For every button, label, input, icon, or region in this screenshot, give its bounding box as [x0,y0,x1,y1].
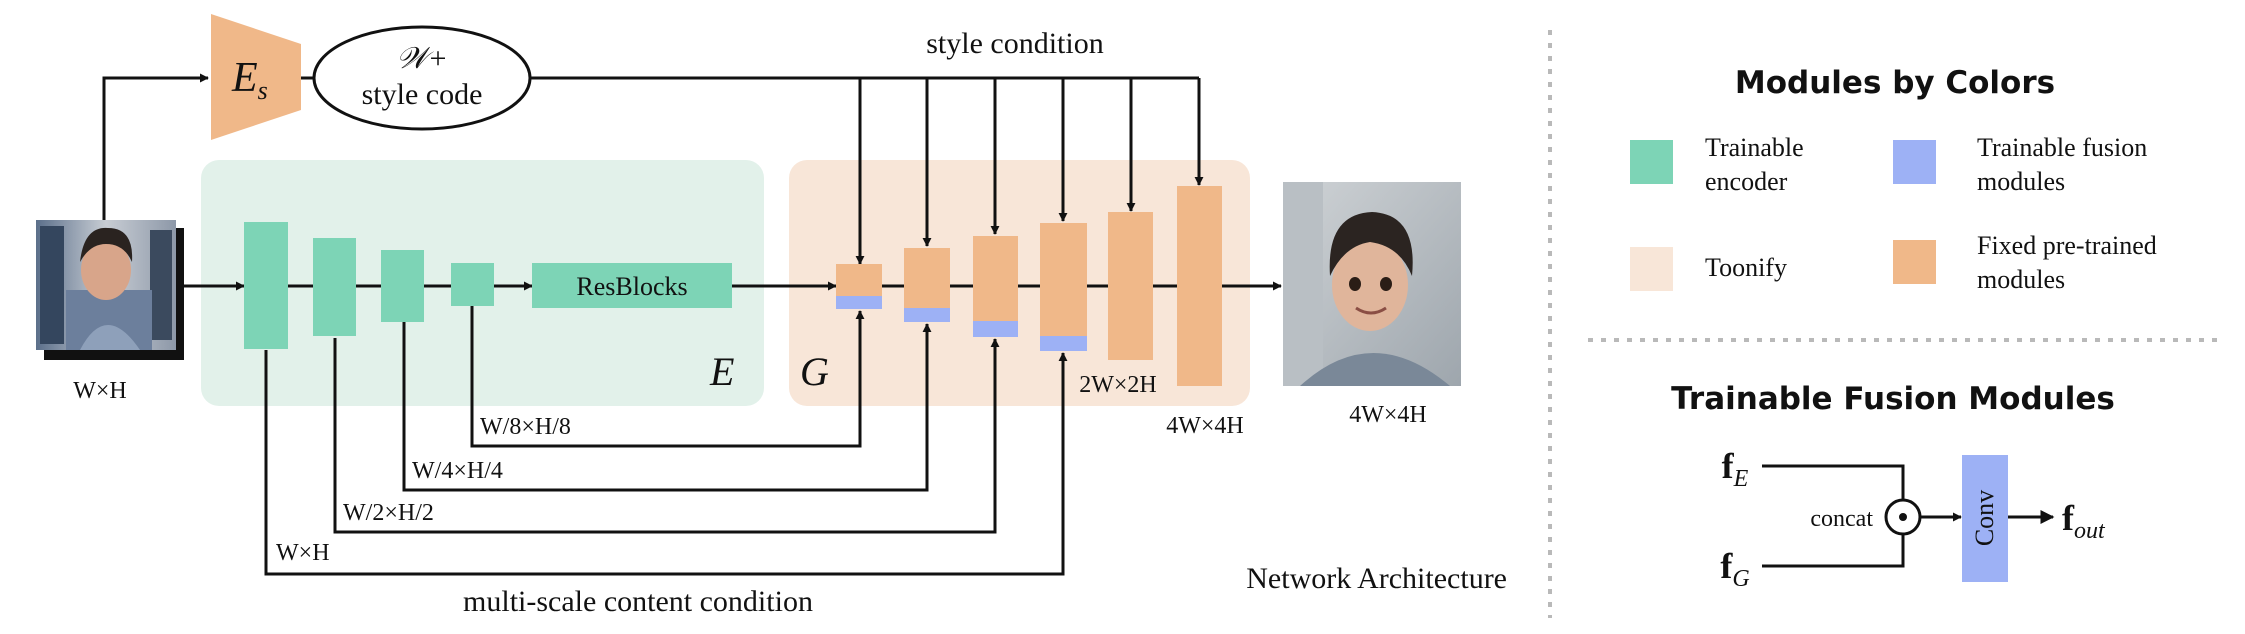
fusion-strip-4 [1040,336,1087,351]
legend-swatch-fixed-pretrained [1893,240,1936,284]
encoder-block-1 [244,222,288,349]
encoder-block-4 [451,263,494,306]
generator-block-4 [1040,223,1087,336]
skip-label-w8: W/8×H/8 [480,414,571,440]
input-face-image [36,220,184,360]
encoder-block-2 [313,238,356,336]
output-size-label: 4W×4H [1349,402,1427,428]
skip-w1 [264,350,1068,576]
encoder-label: E [709,349,734,394]
concat-label: concat [1810,506,1873,532]
output-toon-image [1283,182,1461,386]
style-code-label: style code [362,78,483,111]
style-encoder-module [211,14,301,140]
generator-block-1 [836,264,882,296]
style-code-symbol: 𝒲+ [396,42,448,75]
fusion-strip-2 [904,308,950,322]
legend-title: Modules by Colors [1735,65,2055,101]
generator-4x-size-label: 4W×4H [1166,413,1244,439]
encoder-block-3 [381,250,424,322]
legend-swatch-trainable-encoder [1630,140,1673,184]
legend-label-toonify: Toonify [1705,253,1787,282]
legend-swatch-trainable-fusion [1893,140,1936,184]
figure-caption: Network Architecture [1246,562,1507,595]
skip-w2 [333,338,1000,534]
input-size-label: W×H [73,378,127,404]
skip-label-w1: W×H [276,540,330,566]
fusion-strip-3 [973,321,1018,337]
generator-label: G [800,349,829,394]
connections [102,73,1282,576]
conv-label: Conv [1970,490,1999,546]
generator-2x-size-label: 2W×2H [1079,372,1157,398]
generator-block-3 [973,236,1018,321]
resblocks-label: ResBlocks [576,272,687,301]
conv-module [1962,455,2008,582]
fusion-title: Trainable Fusion Modules [1671,381,2115,417]
skip-w4 [402,318,932,492]
style-encoder-label: Es [231,55,268,105]
fusion-output: fout [2062,498,2106,544]
generator-block-2 [904,248,950,308]
fusion-input-g: fG [1720,546,1749,592]
fusion-input-e: fE [1722,446,1749,492]
resblocks-module [532,263,732,308]
legend-swatch-toonify [1630,247,1673,291]
style-condition-label: style condition [926,27,1103,60]
fusion-connections [1762,464,2055,568]
skip-label-w4: W/4×H/4 [412,458,503,484]
generator-block-5 [1108,212,1153,360]
skip-label-w2: W/2×H/2 [343,500,434,526]
content-condition-label: multi-scale content condition [463,585,813,618]
skip-w8 [470,302,865,448]
fusion-strip-1 [836,296,882,309]
concat-dot [1899,513,1907,521]
input-to-style-encoder-arrow [102,73,209,220]
generator-block-6 [1177,186,1222,386]
